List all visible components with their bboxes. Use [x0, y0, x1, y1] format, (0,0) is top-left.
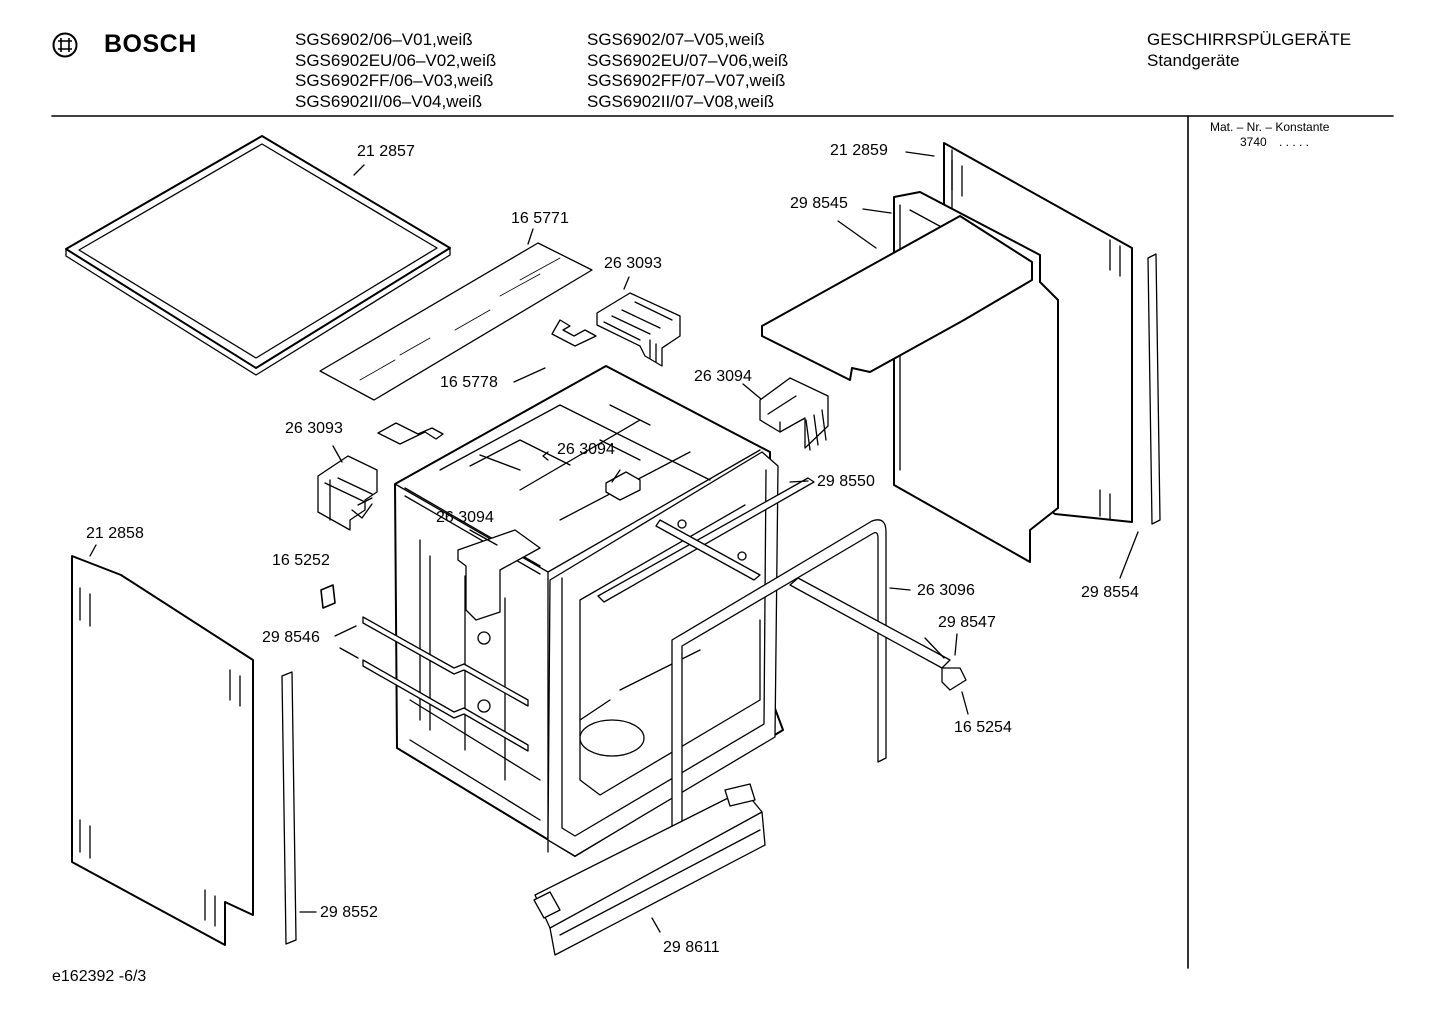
rail-part	[597, 477, 815, 603]
plinth-part	[533, 783, 766, 956]
connector-part	[317, 445, 378, 531]
part-label-298552: 29 8552	[320, 904, 378, 921]
part-label-263093-left: 26 3093	[285, 420, 343, 437]
mat-value: 3740	[1240, 135, 1267, 149]
part-label-298611: 29 8611	[663, 939, 720, 956]
part-label-212859: 21 2859	[830, 142, 888, 159]
door-seal-part	[671, 519, 911, 883]
model-list-1: SGS6902/06–V01,weiß SGS6902EU/06–V02,wei…	[295, 30, 496, 112]
side-panel-part	[71, 544, 254, 946]
insulation-foil-part	[319, 228, 593, 401]
mat-dots: . . . . .	[1279, 135, 1310, 149]
part-label-165771: 16 5771	[511, 210, 569, 227]
model-item: SGS6902II/06–V04,weiß	[295, 91, 483, 111]
part-label-263096: 26 3096	[917, 582, 975, 599]
rail-part	[334, 616, 529, 752]
model-item: SGS6902/07–V05,weiß	[587, 30, 765, 49]
part-label-298545: 29 8545	[790, 195, 848, 212]
model-item: SGS6902/06–V01,weiß	[295, 30, 473, 49]
model-item: SGS6902EU/07–V06,weiß	[587, 50, 789, 70]
part-label-263094-right: 26 3094	[694, 368, 752, 385]
connector-part	[596, 276, 681, 367]
bosch-logo	[52, 32, 78, 58]
part-label-263094-mid: 26 3094	[557, 441, 615, 458]
part-label-298554: 29 8554	[1081, 584, 1139, 601]
part-label-298547: 29 8547	[938, 614, 996, 631]
leader-line	[513, 367, 546, 383]
model-item: SGS6902FF/06–V03,weiß	[295, 71, 494, 90]
leader-line	[611, 469, 621, 483]
part-label-165778: 16 5778	[440, 374, 498, 391]
trim-strip-part	[1147, 253, 1161, 525]
drawing-id: e162392 -6/3	[52, 968, 147, 985]
clip-part	[320, 584, 336, 609]
side-bracket-part	[457, 529, 541, 713]
bosch-armature-icon	[52, 32, 78, 58]
part-label-165254: 16 5254	[954, 719, 1012, 736]
arrow-mark	[542, 451, 549, 461]
model-item: SGS6902FF/07–V07,weiß	[587, 71, 786, 90]
model-item: SGS6902II/07–V08,weiß	[587, 91, 775, 111]
trim-strip-part	[281, 671, 297, 945]
category-subtitle: Standgeräte	[1147, 51, 1240, 70]
hinge-rod-part	[789, 577, 969, 715]
part-label-212857: 21 2857	[357, 143, 415, 160]
worktop-part	[65, 135, 451, 376]
connector-part	[742, 377, 829, 451]
shelf-part	[761, 215, 1033, 381]
mat-label: Mat. – Nr. – Konstante	[1210, 120, 1330, 134]
part-label-165252: 16 5252	[272, 552, 330, 569]
model-list-2: SGS6902/07–V05,weiß SGS6902EU/07–V06,wei…	[587, 30, 788, 112]
part-label-298550: 29 8550	[817, 473, 875, 490]
bracket-part	[551, 319, 597, 347]
part-label-212858: 21 2858	[86, 525, 144, 542]
part-label-263094-side: 26 3094	[436, 509, 494, 526]
leader-line	[1119, 531, 1139, 579]
part-label-298546: 29 8546	[262, 629, 320, 646]
bracket-part	[377, 422, 444, 445]
brand-name: BOSCH	[104, 30, 197, 58]
category-title: GESCHIRRSPÜLGERÄTE	[1147, 30, 1352, 49]
model-item: SGS6902EU/06–V02,weiß	[295, 50, 497, 70]
part-label-263093-top: 26 3093	[604, 255, 662, 272]
